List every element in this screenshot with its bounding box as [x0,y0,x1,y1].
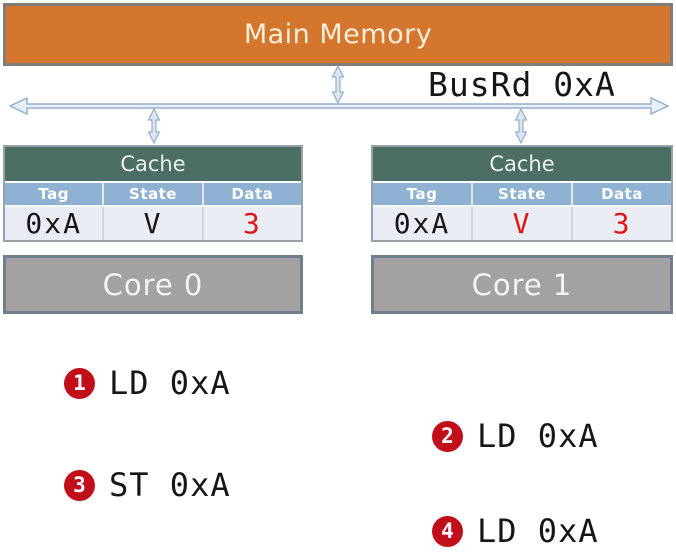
cache0-header-tag: Tag [38,184,69,203]
op3-instruction: ST 0xA [109,466,231,504]
cache1-header-data: Data [571,182,671,205]
cache1-header-row: Tag State Data [373,182,671,205]
cache1-value-row: 0xA V 3 [373,205,671,240]
main-memory-box: Main Memory [3,3,673,66]
cache0-title: Cache [5,147,301,183]
op1-instruction: LD 0xA [109,364,231,402]
bus-transaction-label: BusRd 0xA [428,65,616,104]
cache0-value-row: 0xA V 3 [5,205,301,240]
cache0-header-data: Data [201,182,301,205]
core0-label: Core 0 [102,267,204,302]
cache1-header-state: State [471,182,571,205]
cache1-title: Cache [373,147,671,183]
cache1-block: Cache Tag State Data 0xA V 3 [371,145,673,242]
operation-item-3: 3 ST 0xA [64,466,231,504]
core0-box: Core 0 [3,255,303,314]
cache0-header-row: Tag State Data [5,182,301,205]
cache1-bus-connector-arrow [514,107,528,145]
memory-bus-connector-arrow [331,64,345,105]
core1-label: Core 1 [471,267,573,302]
cache1-state-value: V [471,207,571,240]
cache0-data-value: 3 [201,207,301,240]
cache0-bus-connector-arrow [147,107,161,145]
op2-instruction: LD 0xA [477,417,599,455]
operation-item-4: 4 LD 0xA [432,512,599,550]
cache0-tag-value: 0xA [25,207,82,240]
main-memory-label: Main Memory [243,19,433,50]
cache0-block: Cache Tag State Data 0xA V 3 [3,145,303,242]
cache1-tag-value: 0xA [393,207,451,240]
cache1-data-value: 3 [571,207,671,240]
operation-item-1: 1 LD 0xA [64,364,231,402]
cache0-state-value: V [102,207,201,240]
op3-number-badge: 3 [64,469,95,501]
cache1-header-tag: Tag [406,184,438,203]
op4-instruction: LD 0xA [477,512,599,550]
operation-item-2: 2 LD 0xA [432,417,599,455]
core1-box: Core 1 [371,255,673,314]
op1-number-badge: 1 [64,367,95,399]
op4-number-badge: 4 [432,515,463,547]
cache0-header-state: State [102,182,201,205]
op2-number-badge: 2 [432,420,463,452]
